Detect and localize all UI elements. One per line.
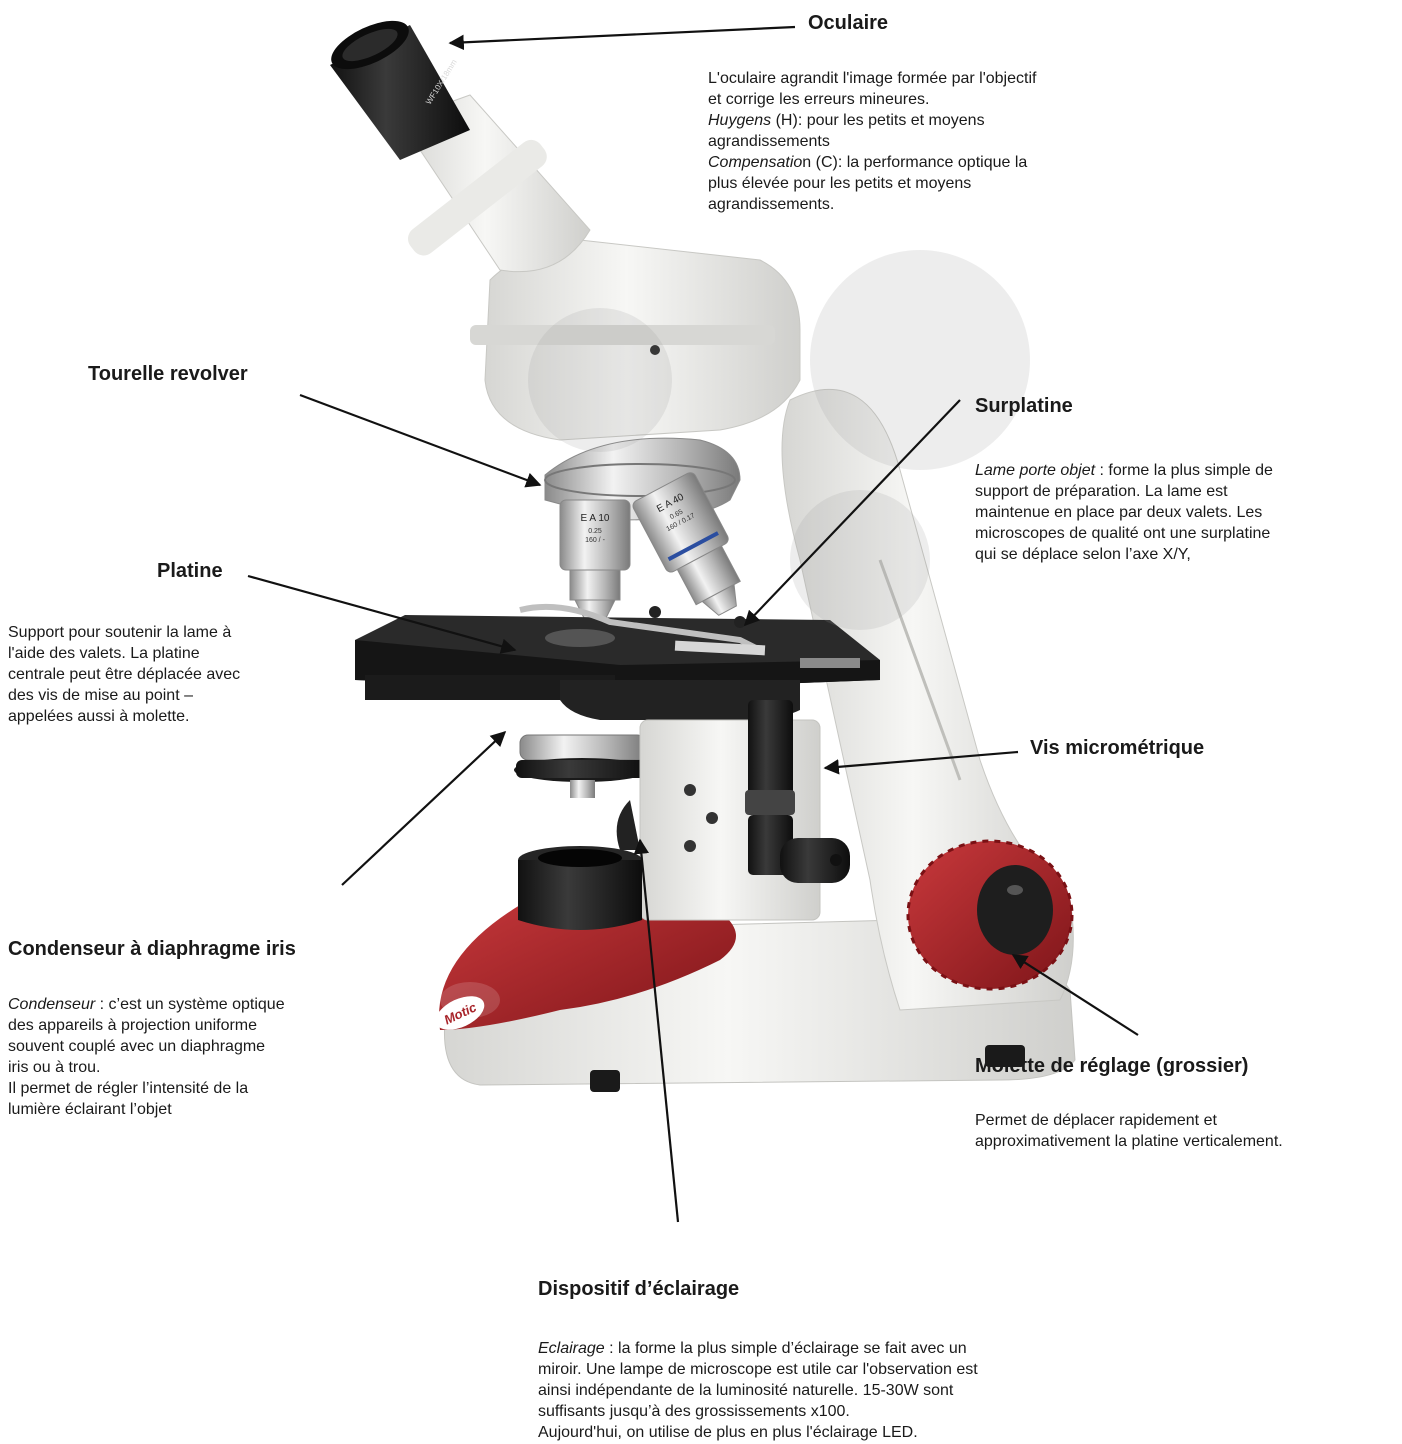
desc-line: souvent couplé avec un diaphragme [8, 1036, 388, 1057]
desc-line: Aujourd'hui, on utilise de plus en plus … [538, 1422, 1098, 1443]
desc-line: Lame porte objet : forme la plus simple … [975, 460, 1395, 481]
label-surplatine: Surplatine [975, 395, 1073, 418]
objective-10-line-0: E A 10 [581, 513, 610, 524]
label-condenseur: Condenseur à diaphragme iris [8, 938, 296, 961]
desc-line: Il permet de régler l’intensité de la [8, 1078, 388, 1099]
label-molette: Molette de réglage (grossier) [975, 1055, 1248, 1078]
desc-line: agrandissements. [708, 194, 1168, 215]
overlay-circle-1 [528, 308, 672, 452]
desc-line: Huygens (H): pour les petits et moyens [708, 110, 1168, 131]
desc-emphasis: Eclairage [538, 1340, 605, 1357]
desc-line: approximativement la platine verticaleme… [975, 1131, 1400, 1152]
desc-line: des appareils à projection uniforme [8, 1015, 388, 1036]
label-tourelle: Tourelle revolver [88, 363, 248, 386]
desc-emphasis: Condenseur [8, 996, 95, 1013]
label-platine: Platine [157, 560, 223, 583]
overlay-circle-3 [790, 490, 930, 630]
stage [355, 606, 880, 720]
desc-surplatine: Lame porte objet : forme la plus simple … [975, 460, 1395, 565]
desc-line: miroir. Une lampe de microscope est util… [538, 1359, 1098, 1380]
desc-emphasis: Lame porte objet [975, 462, 1095, 479]
coarse-focus-knob [908, 841, 1072, 989]
desc-line: appelées aussi à molette. [8, 706, 338, 727]
desc-line: Condenseur : c’est un système optique [8, 994, 388, 1015]
desc-line: maintenue en place par deux valets. Les [975, 502, 1395, 523]
overlay-circle-2 [810, 250, 1030, 470]
desc-line: ainsi indépendante de la luminosité natu… [538, 1380, 1098, 1401]
condenser [514, 735, 650, 798]
desc-eclairage: Eclairage : la forme la plus simple d’éc… [538, 1338, 1098, 1443]
objective-10-line-1: 0.25 [588, 528, 602, 535]
desc-line: L'oculaire agrandit l'image formée par l… [708, 68, 1168, 89]
desc-line: des vis de mise au point – [8, 685, 338, 706]
desc-line: lumière éclairant l’objet [8, 1099, 388, 1120]
arrow-oculaire [450, 27, 795, 43]
desc-line: et corrige les erreurs mineures. [708, 89, 1168, 110]
desc-line: Permet de déplacer rapidement et [975, 1110, 1400, 1131]
desc-line: suffisants jusqu’à des grossissements x1… [538, 1401, 1098, 1422]
label-oculaire: Oculaire [808, 12, 888, 35]
desc-line: qui se déplace selon l’axe X/Y, [975, 544, 1395, 565]
desc-line: centrale peut être déplacée avec [8, 664, 338, 685]
desc-line: Support pour soutenir la lame à [8, 622, 338, 643]
desc-line: l'aide des valets. La platine [8, 643, 338, 664]
focus-mechanism [617, 700, 850, 920]
desc-line: iris ou à trou. [8, 1057, 388, 1078]
desc-line: support de préparation. La lame est [975, 481, 1395, 502]
desc-line: microscopes de qualité ont une surplatin… [975, 523, 1395, 544]
illuminator [518, 846, 642, 930]
desc-line: plus élevée pour les petits et moyens [708, 173, 1168, 194]
eyepiece: WF10X/18mm [324, 11, 470, 160]
desc-emphasis: Compensatio [708, 154, 802, 171]
label-vis: Vis micrométrique [1030, 737, 1204, 760]
label-eclairage: Dispositif d’éclairage [538, 1278, 739, 1301]
objective-40x: E A 40 0.65 160 / 0.17 [631, 471, 759, 627]
desc-line: Compensation (C): la performance optique… [708, 152, 1168, 173]
desc-oculaire: L'oculaire agrandit l'image formée par l… [708, 68, 1168, 215]
arrow-condenseur [342, 732, 505, 885]
desc-line: agrandissements [708, 131, 1168, 152]
objective-10-line-2: 160 / - [585, 537, 606, 544]
objective-10x: E A 10 0.25 160 / - [560, 500, 630, 620]
desc-emphasis: Huygens [708, 112, 771, 129]
desc-line: Eclairage : la forme la plus simple d’éc… [538, 1338, 1098, 1359]
